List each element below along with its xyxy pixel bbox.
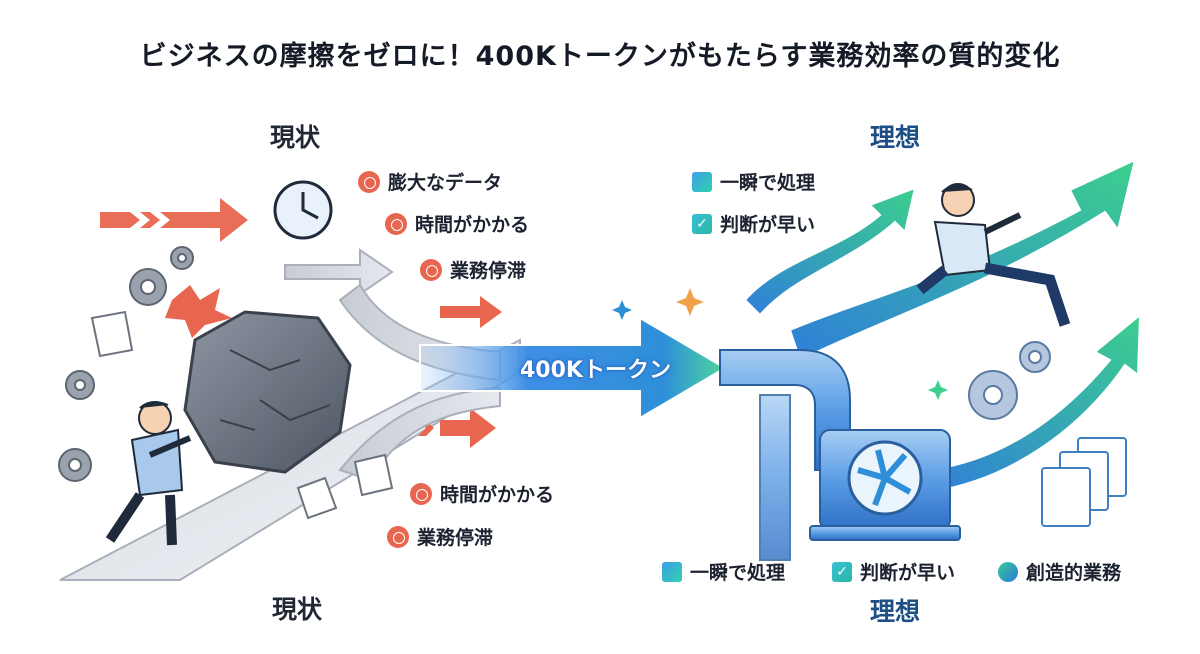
- database-icon: [358, 170, 380, 193]
- ideal-heading-bottom: 理想: [870, 597, 921, 626]
- circle-icon: [998, 561, 1018, 582]
- ideal-label-instant-bottom: 一瞬で処理: [662, 558, 785, 585]
- current-label-stall: 業務停滞: [420, 256, 526, 283]
- clock-small-icon: [410, 482, 432, 505]
- tangle-icon: [420, 258, 442, 281]
- ideal-label-instant: 一瞬で処理: [692, 168, 815, 195]
- ideal-label-decision-bottom: ✓ 判断が早い: [832, 558, 955, 585]
- check-icon: ✓: [832, 561, 852, 582]
- ideal-arrow-top: [788, 158, 1137, 362]
- square-icon: [662, 561, 682, 582]
- gear-icons: [58, 246, 194, 482]
- current-heading-top: 現状: [270, 123, 321, 152]
- check-icon: ✓: [692, 213, 712, 234]
- current-label-data: 膨大なデータ: [358, 168, 502, 195]
- current-label-time: 時間がかかる: [385, 210, 529, 237]
- clock-icon: [273, 180, 333, 240]
- clock-small-icon: [385, 212, 407, 235]
- ideal-label-creative: 創造的業務: [998, 558, 1121, 585]
- worried-person: [105, 401, 192, 546]
- page-title: ビジネスの摩擦をゼロに！400Kトークンがもたらす業務効率の質的変化: [139, 41, 1061, 72]
- token-arrow-label: 400Kトークン: [520, 358, 671, 383]
- current-label-time-bottom: 時間がかかる: [410, 480, 554, 507]
- impact-burst: [165, 285, 232, 338]
- ideal-heading-top: 理想: [870, 123, 921, 152]
- square-icon: [692, 171, 712, 192]
- ideal-arrow-small: [743, 186, 917, 317]
- boulder: [183, 310, 352, 474]
- gear-icons-right: [968, 341, 1051, 420]
- token-arrow: [419, 316, 727, 420]
- document-icons: [1041, 437, 1127, 527]
- sparkles: [612, 288, 948, 400]
- pipe-system: [719, 349, 961, 561]
- happy-person: [916, 183, 1071, 327]
- ideal-label-decision: ✓ 判断が早い: [692, 210, 815, 237]
- tangle-icon: [387, 525, 409, 548]
- current-heading-bottom: 現状: [272, 595, 323, 624]
- current-label-stall-bottom: 業務停滞: [387, 523, 493, 550]
- paper-icons: [90, 310, 394, 520]
